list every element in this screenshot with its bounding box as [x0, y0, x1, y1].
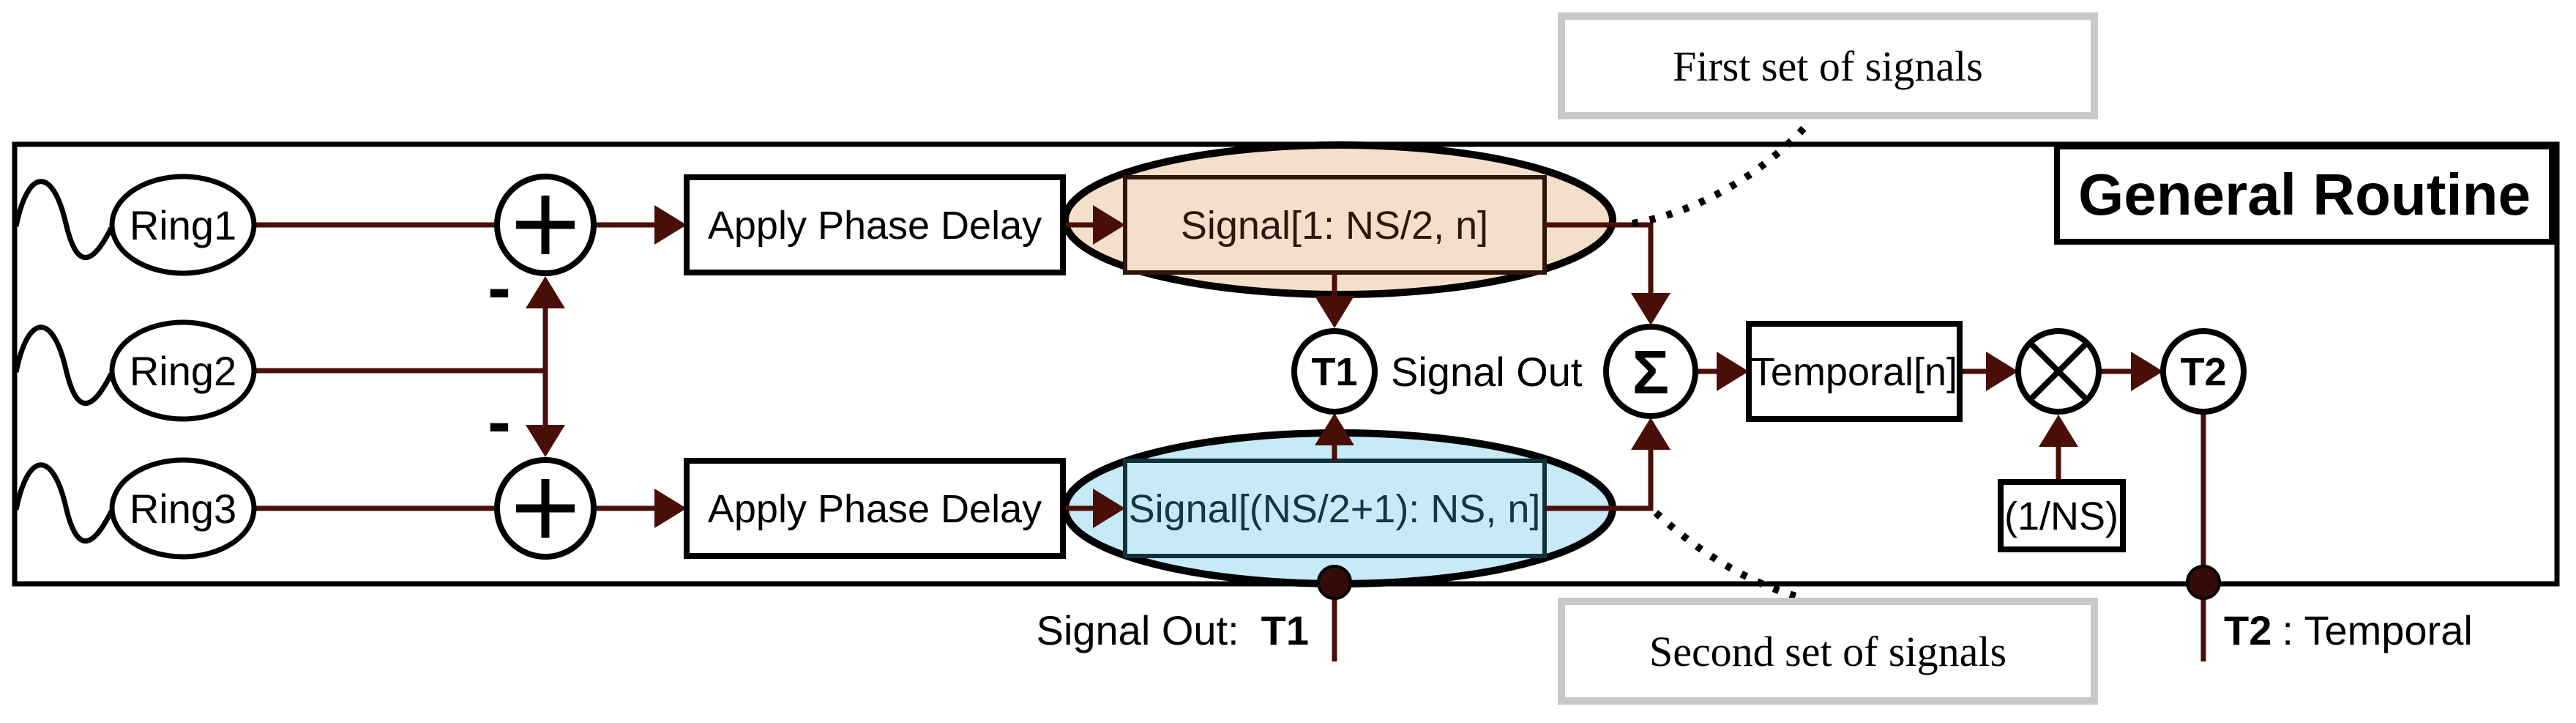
t2-tap-dot [2186, 565, 2221, 600]
scale-box [1998, 479, 2126, 552]
first-signal-array-label: Signal[1: NS/2, n] [1181, 204, 1488, 248]
t1-node [1291, 328, 1378, 415]
signal-out-inline-label: Signal Out [1391, 349, 1583, 395]
arrowhead [2039, 415, 2078, 447]
ring1-node [109, 174, 257, 276]
multiply-icon [2028, 341, 2089, 402]
arrowhead [1093, 205, 1125, 245]
ring3-label: Ring3 [130, 486, 236, 532]
second-set-annotation-label: Second set of signals [1649, 628, 2006, 675]
arrowhead [1631, 293, 1670, 325]
wave-icon [13, 179, 114, 260]
second-signal-array-box [1123, 459, 1547, 558]
arrowhead [1315, 413, 1354, 445]
t2-bottom-suffix: : Temporal [2282, 607, 2472, 653]
first-set-annotation-label: First set of signals [1673, 42, 1983, 90]
t2-bottom-tap: T2 [2224, 607, 2271, 653]
first-set-annotation-box [1558, 12, 2098, 119]
arrowhead [654, 205, 687, 245]
ring2-node [109, 319, 257, 422]
second-set-annotation-box [1558, 598, 2098, 705]
temporal-box-label: Temporal[n] [1751, 350, 1957, 394]
t2-bottom-label: T2: Temporal [2224, 607, 2473, 653]
arrowhead [526, 425, 565, 457]
ring1-label: Ring1 [130, 202, 236, 248]
signal-out-bottom-tap: T1 [1261, 607, 1309, 653]
t2-node-label: T2 [2180, 350, 2226, 394]
ring2-label: Ring2 [130, 348, 236, 394]
phase-delay-box-top [684, 174, 1066, 275]
arrowhead [2131, 352, 2163, 391]
page-title: General Routine [2078, 162, 2531, 227]
scale-box-label: (1/NS) [2004, 494, 2118, 538]
temporal-box [1746, 321, 1963, 422]
title-box [2054, 144, 2555, 245]
wire-first-array-sigma [1545, 222, 1654, 296]
dotted-connector-first [1632, 123, 1809, 227]
phase-delay-bottom-label: Apply Phase Delay [708, 487, 1042, 531]
sigma-icon: Σ [1632, 338, 1669, 407]
sigma-node [1603, 324, 1698, 419]
ring3-node [109, 457, 257, 560]
arrowhead [526, 276, 565, 308]
arrowhead [1093, 489, 1125, 528]
dotted-connector-second [1653, 510, 1808, 603]
wave-icon [13, 325, 114, 406]
t1-tap-dot [1317, 565, 1352, 600]
arrowhead [654, 489, 687, 528]
arrowhead [1717, 352, 1749, 391]
second-signal-array-label: Signal[(NS/2+1): NS, n] [1129, 487, 1541, 531]
signal-out-bottom-prefix: Signal Out: [1037, 607, 1239, 653]
phase-delay-top-label: Apply Phase Delay [708, 204, 1042, 248]
wire-second-array-sigma [1545, 447, 1654, 511]
arrowhead [1631, 418, 1670, 450]
phase-delay-box-bottom [684, 458, 1066, 559]
signal-out-bottom-label: Signal Out: T1 [1037, 607, 1309, 653]
minus-sign: - [488, 382, 511, 461]
t2-node [2160, 328, 2247, 415]
arrowhead [1986, 352, 2018, 391]
arrowhead [1315, 296, 1354, 328]
minus-sign: - [488, 248, 511, 327]
wave-icon [13, 462, 114, 544]
t1-node-label: T1 [1311, 350, 1357, 394]
